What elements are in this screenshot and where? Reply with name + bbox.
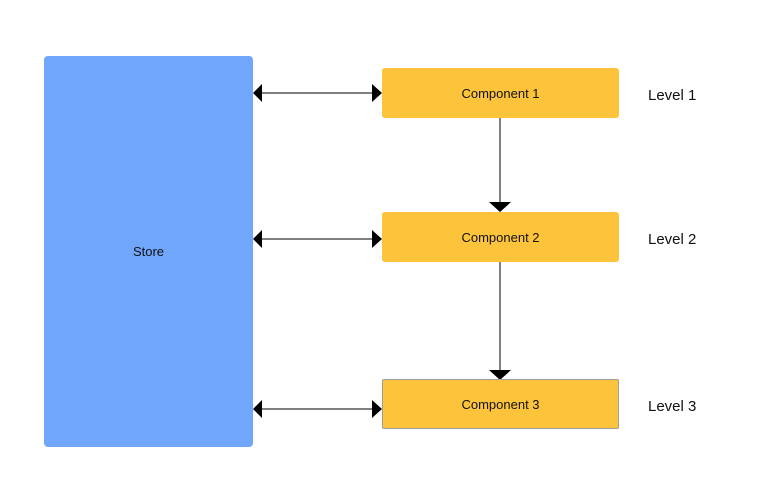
store-component-1-arrow [253, 84, 382, 102]
component-2-to-3-arrow [489, 262, 511, 380]
store-box: Store [44, 56, 253, 447]
store-component-3-arrow [253, 400, 382, 418]
component-2-label: Component 2 [461, 229, 540, 245]
component-1-box: Component 1 [382, 68, 619, 118]
component-3-label: Component 3 [461, 396, 540, 412]
store-label: Store [132, 244, 165, 259]
level-2-label: Level 2 [648, 231, 697, 248]
level-1-label: Level 1 [648, 87, 697, 104]
component-3-box: Component 3 [382, 379, 619, 429]
component-1-to-2-arrow [489, 118, 511, 212]
component-2-box: Component 2 [382, 212, 619, 262]
store-component-2-arrow [253, 230, 382, 248]
level-3-label: Level 3 [648, 398, 697, 415]
component-1-label: Component 1 [461, 85, 540, 101]
